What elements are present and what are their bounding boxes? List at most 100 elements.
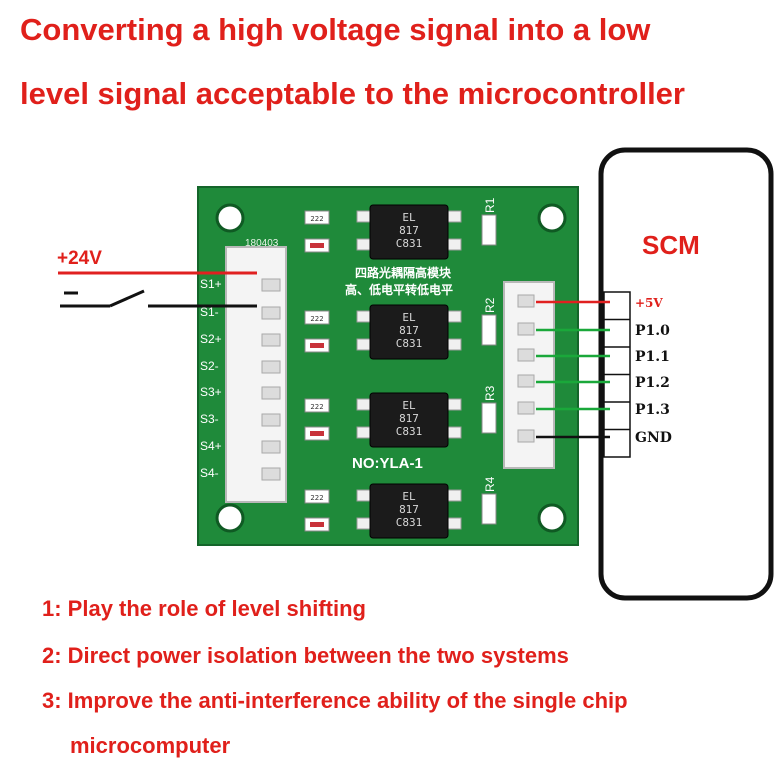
scm-pin-label: GND: [635, 430, 672, 446]
connector-pin-slot: [261, 386, 281, 400]
benefit-3: 3: Improve the anti-interference ability…: [42, 688, 628, 713]
switch-symbol: [60, 289, 257, 308]
optocoupler-chip: [369, 483, 449, 539]
optocoupler-marking: EL: [402, 311, 416, 324]
connector-pin-slot: [261, 413, 281, 427]
indicator-led: [310, 522, 324, 527]
optocoupler-pin: [356, 398, 372, 411]
connector-pin-slot: [261, 440, 281, 454]
benefit-2: 2: Direct power isolation between the tw…: [42, 643, 569, 668]
smd-resistor: [481, 314, 497, 346]
smd-resistor: [304, 489, 330, 504]
optocoupler-pin: [356, 310, 372, 323]
connector-pin-slot: [261, 467, 281, 481]
input-terminal-labels: S1+ S1- S2+ S2- S3+ S3- S4+ S4-: [200, 277, 222, 480]
optocoupler-pin: [446, 338, 462, 351]
smd-code: 222: [310, 315, 323, 323]
smd-resistor: [304, 210, 330, 225]
board-chinese-line-2: 高、低电平转低电平: [345, 282, 453, 297]
optocoupler-pin: [446, 310, 462, 323]
connector-pin-slot: [517, 294, 535, 308]
optocoupler-marking: C831: [396, 237, 423, 250]
connector-pin-slot: [517, 348, 535, 362]
optocoupler-marking: C831: [396, 425, 423, 438]
input-terminal-label: S3+: [200, 385, 222, 399]
scm-pin-label: P1.1: [635, 349, 670, 365]
input-terminal-label: S1+: [200, 277, 222, 291]
mounting-holes: [215, 203, 567, 533]
optocoupler-marking: EL: [402, 399, 416, 412]
optocoupler-marking: 817: [399, 324, 419, 337]
indicator-led: [310, 431, 324, 436]
input-terminal-label: S4-: [200, 466, 219, 480]
optocoupler-marking: 817: [399, 503, 419, 516]
optocoupler-pin: [446, 426, 462, 439]
indicator-led: [310, 343, 324, 348]
benefit-3-continued: microcomputer: [70, 733, 231, 758]
smd-resistor: [481, 493, 497, 525]
headline-line-2: level signal acceptable to the microcont…: [20, 76, 685, 111]
smd-code: 222: [310, 403, 323, 411]
connector-pin-slot: [261, 333, 281, 347]
optocoupler-chip: [369, 392, 449, 448]
headline-line-1: Converting a high voltage signal into a …: [20, 12, 651, 47]
indicator-led: [310, 243, 324, 248]
scm-pin-label: P1.3: [635, 402, 670, 418]
board-serial: 180403: [245, 238, 279, 249]
input-terminal-label: S2-: [200, 359, 219, 373]
scm-title: SCM: [642, 230, 700, 260]
connector-pin-slot: [517, 429, 535, 443]
input-terminal-label: S3-: [200, 412, 219, 426]
smd-resistor: [304, 398, 330, 413]
optocoupler-marking: C831: [396, 337, 423, 350]
optocoupler-pin: [356, 238, 372, 251]
smd-code: 222: [310, 215, 323, 223]
optocoupler-pin: [446, 489, 462, 502]
optocoupler-pin: [356, 210, 372, 223]
scm-pin-label: P1.2: [635, 375, 670, 391]
optocoupler-pin: [356, 489, 372, 502]
output-wires: [536, 300, 610, 439]
connector-pin-slot: [517, 401, 535, 415]
optocoupler-pin: [446, 517, 462, 530]
input-terminal-label: S1-: [200, 305, 219, 319]
optocoupler-marking: 817: [399, 224, 419, 237]
optocoupler-pin: [356, 426, 372, 439]
scm-pin-label: +5V: [635, 296, 663, 310]
connector-pin-slot: [517, 374, 535, 388]
optocoupler-chip: [369, 204, 449, 260]
connector-pin-slot: [261, 360, 281, 374]
optocoupler-pin: [356, 517, 372, 530]
output-connector-pins: [517, 294, 535, 443]
optocoupler-marking: C831: [396, 516, 423, 529]
benefit-1: 1: Play the role of level shifting: [42, 596, 366, 621]
smd-code: 222: [310, 494, 323, 502]
optocoupler-marking: 817: [399, 412, 419, 425]
optocoupler-pin: [356, 338, 372, 351]
connector-pin-slot: [517, 322, 535, 336]
resistor-label: R3: [483, 385, 497, 401]
optocoupler-pin: [446, 238, 462, 251]
smd-resistor: [481, 402, 497, 434]
supply-label: +24V: [57, 248, 102, 269]
smd-resistor: [481, 214, 497, 246]
board-model: NO:YLA-1: [352, 455, 423, 472]
input-terminal-label: S4+: [200, 439, 222, 453]
input-connector-pins: [261, 278, 281, 481]
optocoupler-marking: EL: [402, 490, 416, 503]
resistor-label: R4: [483, 476, 497, 492]
optocoupler-pin: [446, 210, 462, 223]
resistor-label: R1: [483, 197, 497, 213]
smd-resistor: [304, 310, 330, 325]
resistor-label: R2: [483, 297, 497, 313]
optocoupler-channels: EL817C831222R1EL817C831222R2EL817C831222…: [304, 197, 497, 539]
optocoupler-pin: [446, 398, 462, 411]
scm-pin-label: P1.0: [635, 323, 670, 339]
input-terminal-label: S2+: [200, 332, 222, 346]
